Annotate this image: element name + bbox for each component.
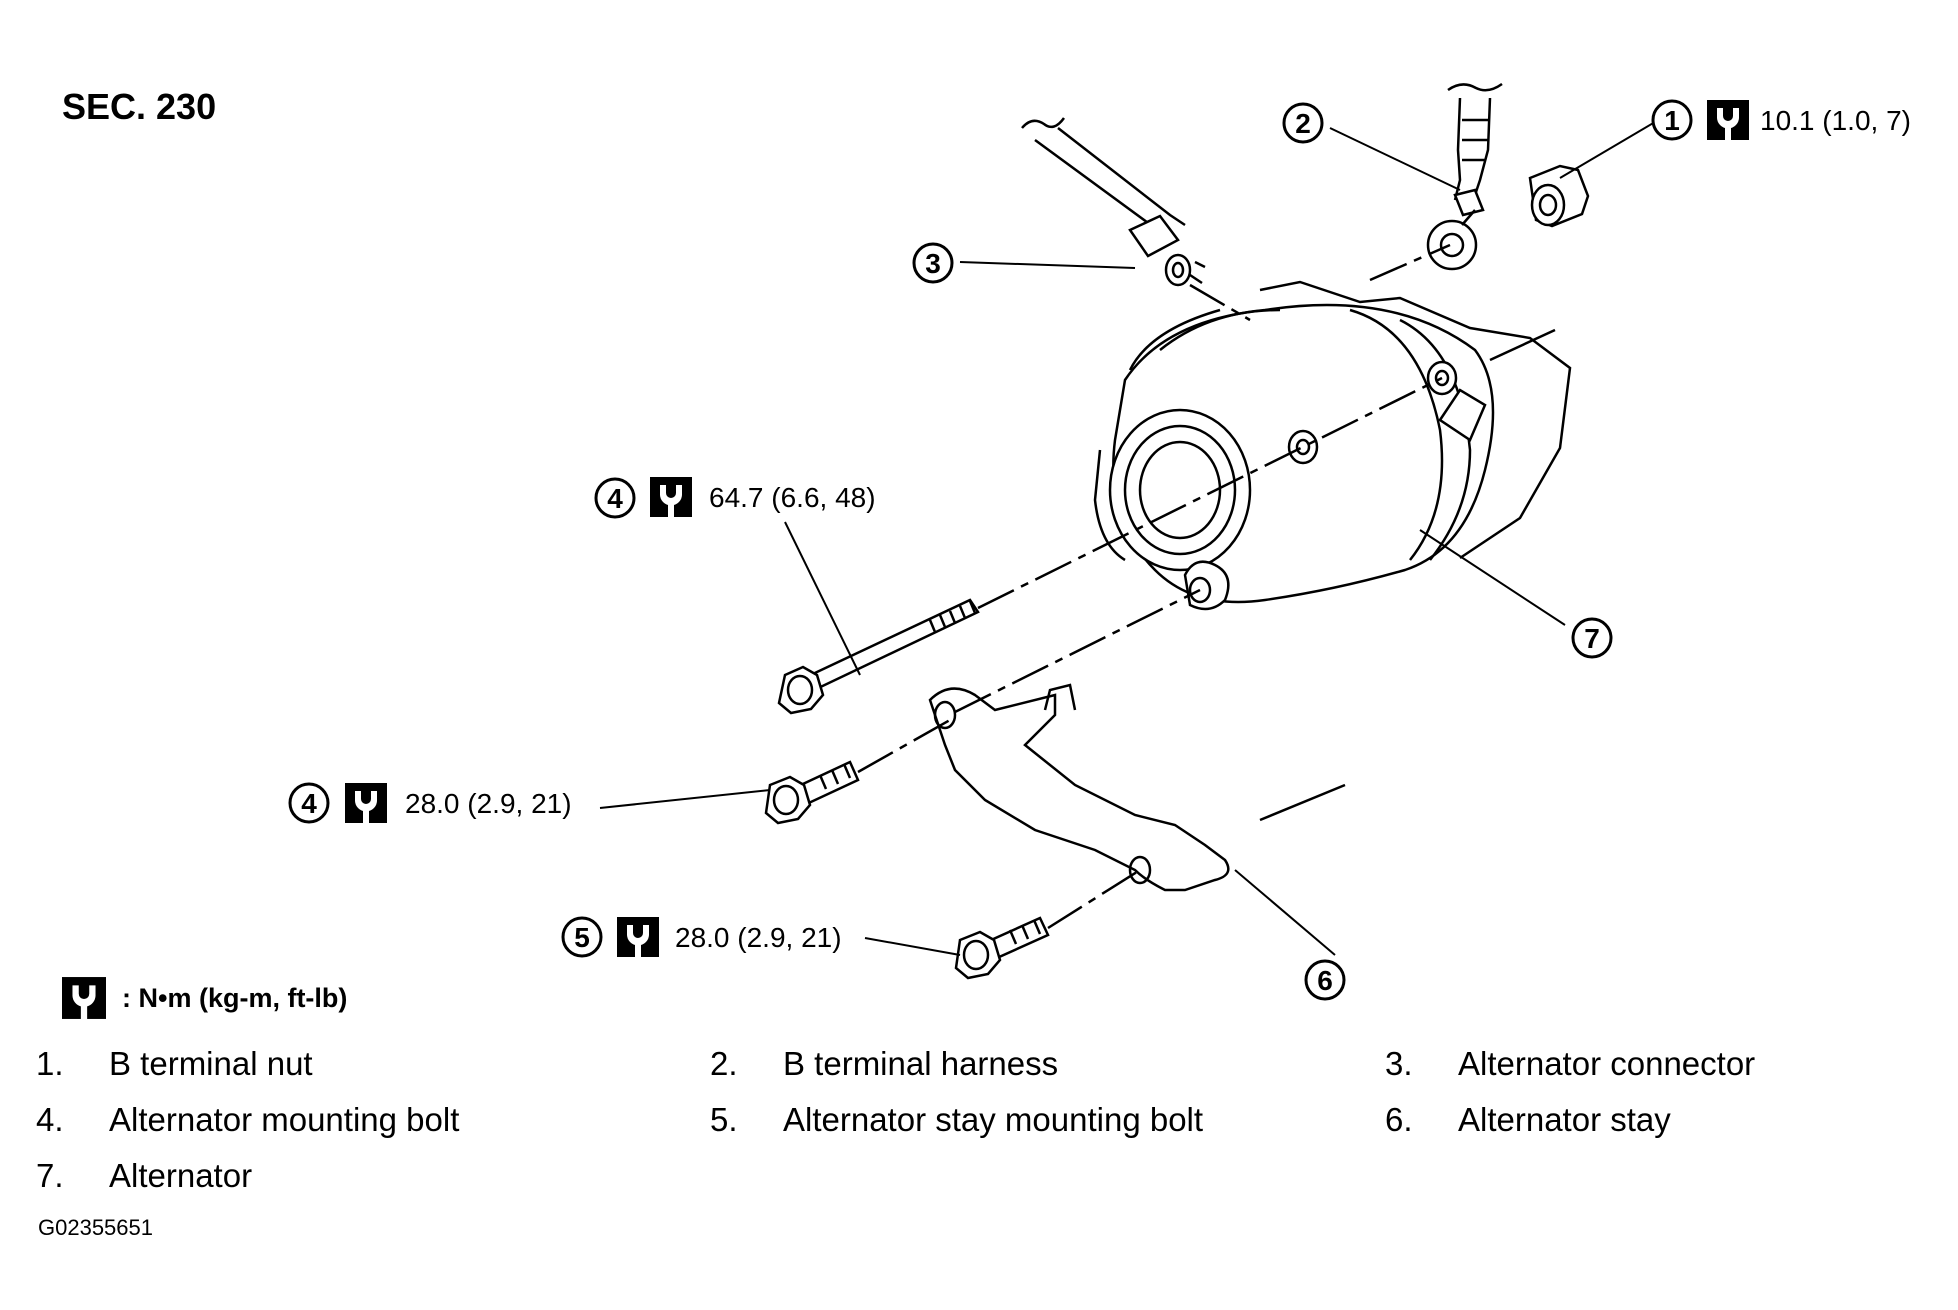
svg-text:5: 5 xyxy=(574,922,590,953)
svg-text:1: 1 xyxy=(1664,105,1680,136)
callout-5: 5 xyxy=(561,916,603,958)
torque-legend: : N•m (kg-m, ft-lb) xyxy=(62,975,347,1021)
svg-text:4: 4 xyxy=(301,788,317,819)
torque-wrench-icon xyxy=(650,477,692,517)
callout-4-lower: 4 xyxy=(288,782,330,824)
torque-wrench-icon xyxy=(62,977,106,1019)
torque-value-4-lower: 28.0 (2.9, 21) xyxy=(405,788,572,819)
svg-text:6: 6 xyxy=(1317,965,1333,996)
torque-value-1: 10.1 (1.0, 7) xyxy=(1760,105,1911,136)
callout-1: 1 xyxy=(1651,99,1693,141)
svg-text:2: 2 xyxy=(1295,108,1311,139)
torque-wrench-icon xyxy=(617,917,659,957)
torque-wrench-icon xyxy=(1707,100,1749,140)
svg-text:4: 4 xyxy=(607,483,623,514)
callout-4-upper: 4 xyxy=(594,477,636,519)
section-label: SEC. 230 xyxy=(62,86,217,127)
callout-2: 2 xyxy=(1282,102,1324,144)
torque-wrench-icon xyxy=(345,783,387,823)
svg-text:7: 7 xyxy=(1584,623,1600,654)
torque-value-5: 28.0 (2.9, 21) xyxy=(675,922,842,953)
callout-3: 3 xyxy=(912,242,954,284)
callout-7: 7 xyxy=(1571,617,1613,659)
callout-6: 6 xyxy=(1304,959,1346,1001)
svg-text:3: 3 xyxy=(925,248,941,279)
figure-code: G02355651 xyxy=(38,1215,153,1240)
torque-unit-label: : N•m (kg-m, ft-lb) xyxy=(122,982,348,1013)
torque-value-4-upper: 64.7 (6.6, 48) xyxy=(709,482,876,513)
